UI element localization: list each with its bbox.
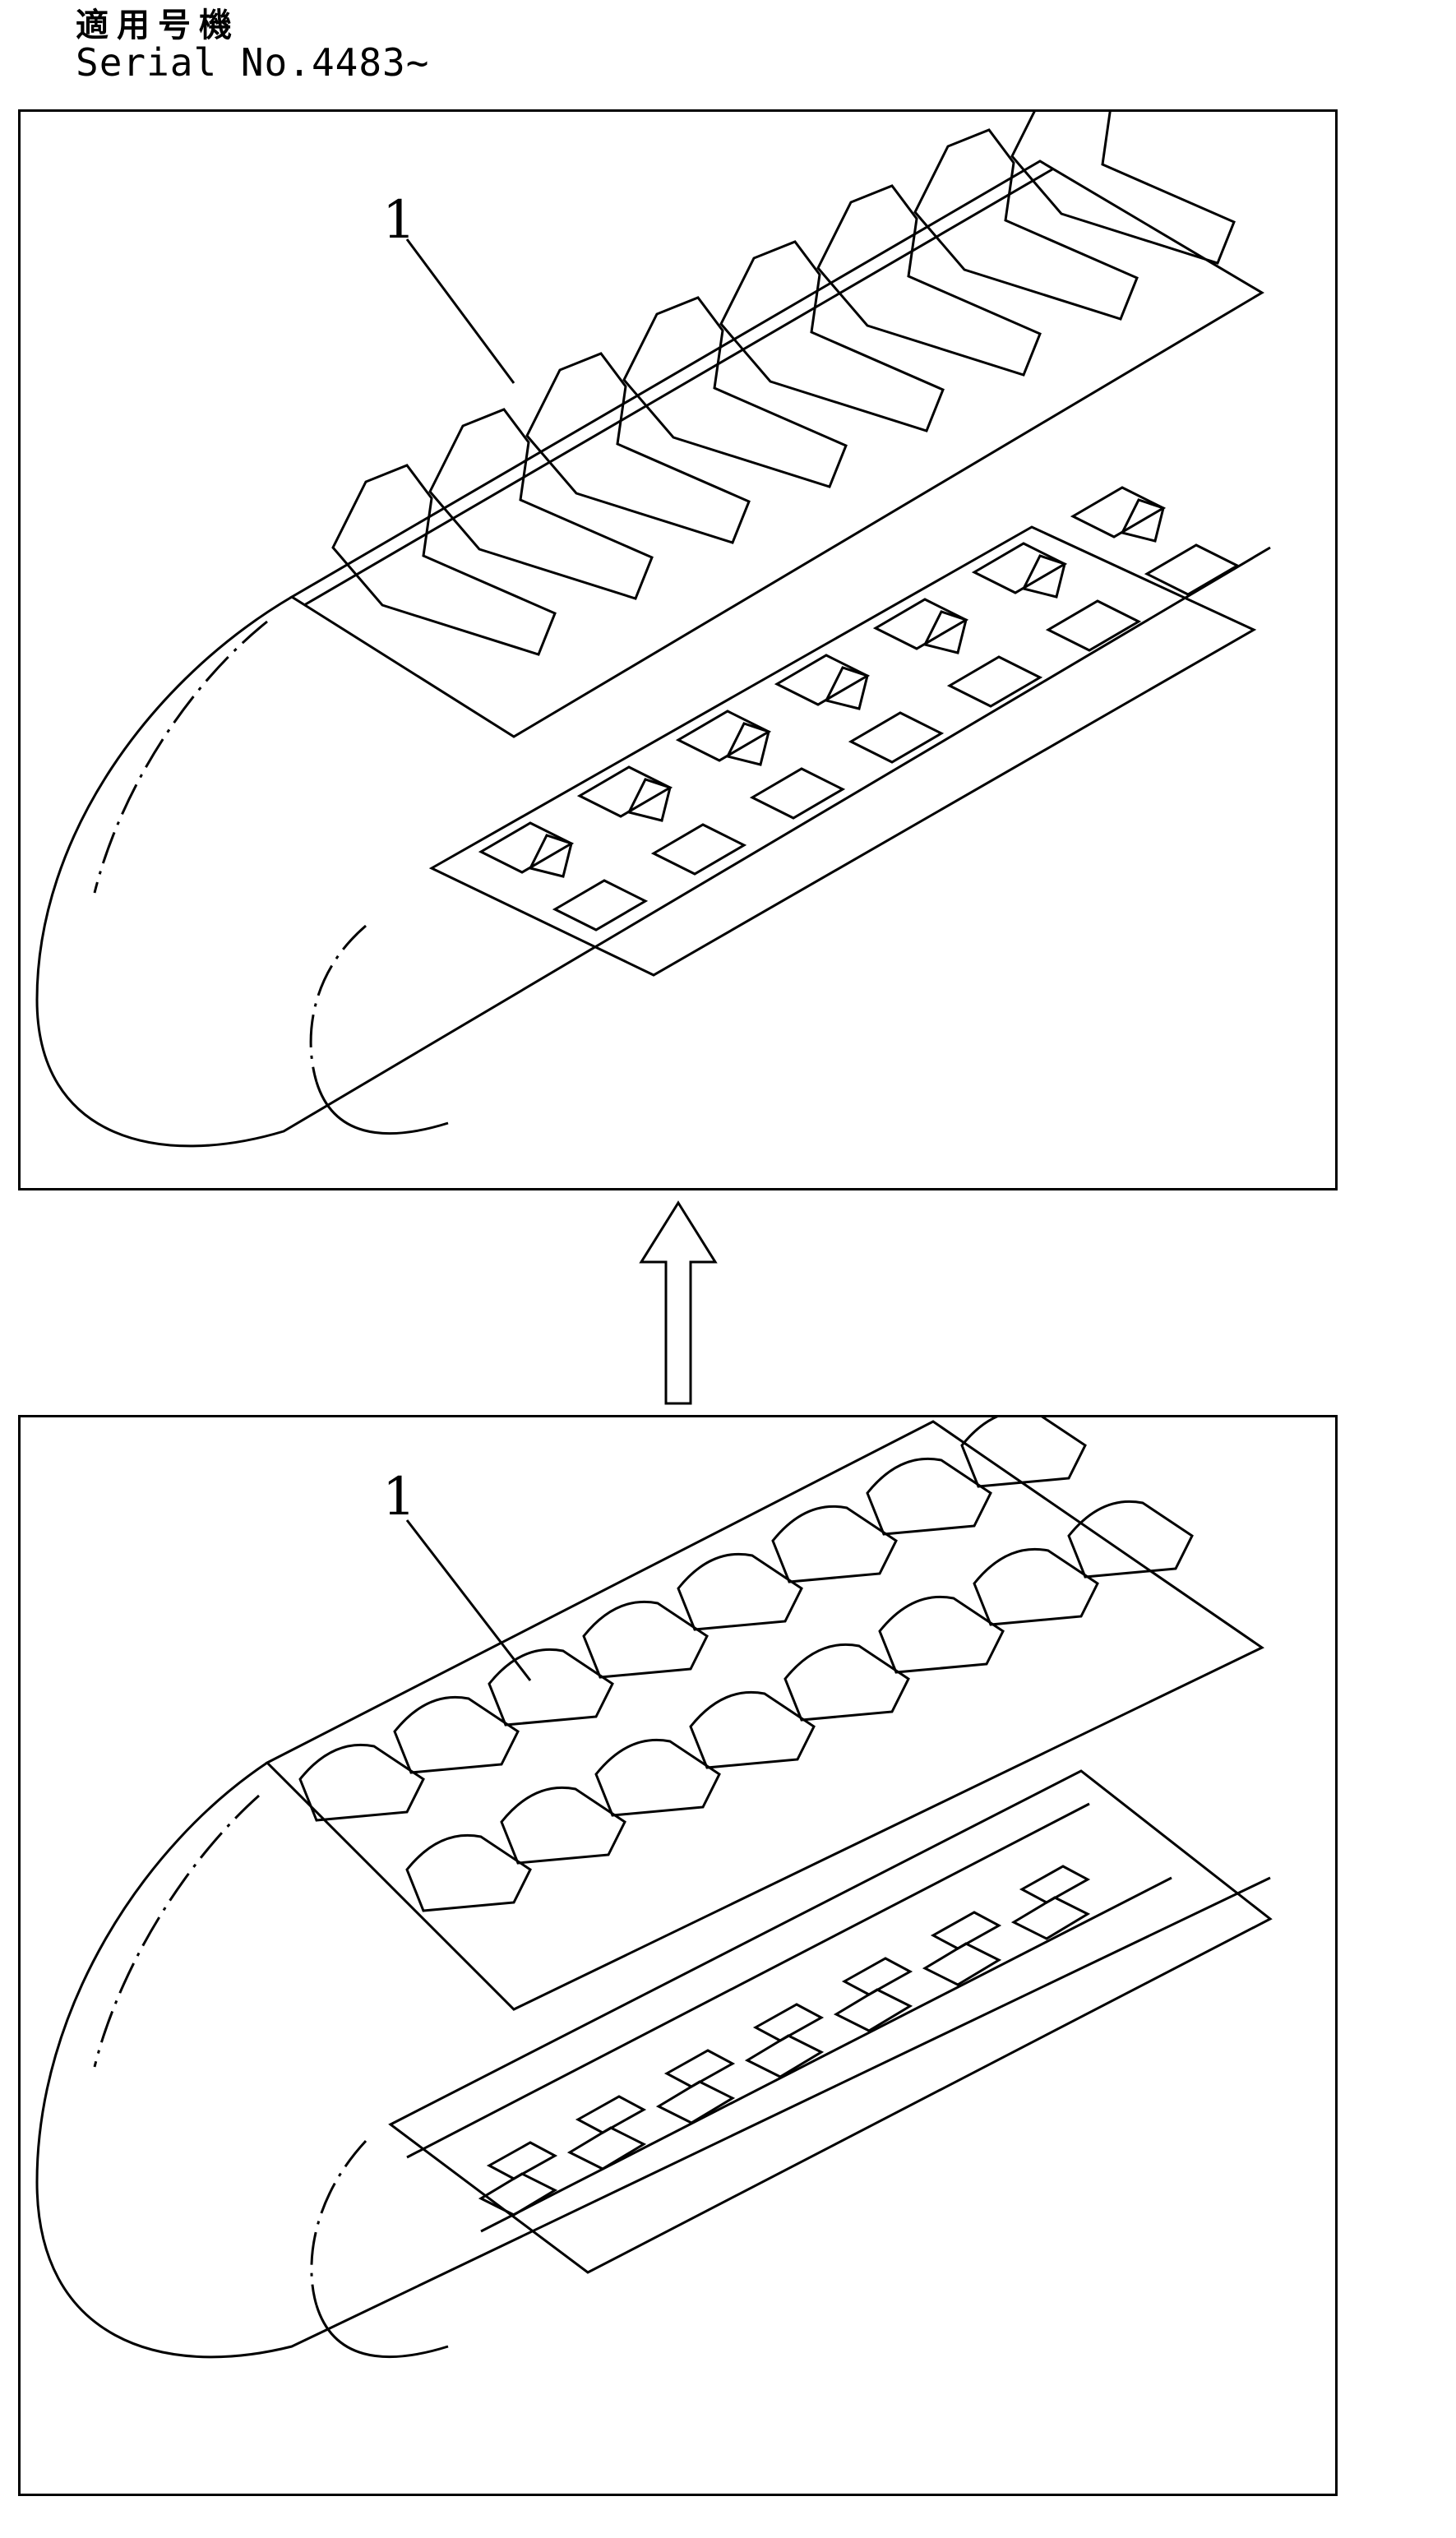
guide-lug bbox=[626, 778, 672, 822]
guide-pocket bbox=[478, 821, 575, 874]
guide-lug bbox=[528, 834, 573, 878]
tread-lug bbox=[1067, 1500, 1194, 1579]
guide-lug bbox=[922, 610, 968, 654]
guide-lug bbox=[655, 2080, 736, 2124]
new-track-illustration-panel: 1 bbox=[18, 109, 1338, 1190]
tread-lug bbox=[689, 1690, 816, 1769]
guide-lug bbox=[922, 1942, 1002, 1986]
tread-lug bbox=[393, 1695, 520, 1774]
guide-lug bbox=[1021, 554, 1066, 599]
guide-lug bbox=[833, 1988, 913, 2032]
applicability-header: 適用号機 Serial No.4483~ bbox=[76, 8, 429, 82]
guide-lug bbox=[824, 666, 869, 710]
old-track-illustration-panel: 1 bbox=[18, 1415, 1338, 2496]
upward-arrow-icon bbox=[639, 1200, 718, 1405]
tread-lug bbox=[428, 408, 654, 600]
guide-lug bbox=[1120, 498, 1165, 543]
tread-lug bbox=[594, 1738, 721, 1817]
tread-lug bbox=[878, 1595, 1005, 1674]
guide-lug bbox=[486, 2141, 558, 2180]
tread-lug bbox=[525, 352, 751, 544]
tread-lug bbox=[771, 1505, 898, 1583]
tread-lug bbox=[719, 240, 945, 432]
applicable-models-label: 適用号機 bbox=[76, 7, 240, 44]
tread-lug bbox=[913, 128, 1139, 321]
guide-lug bbox=[744, 2034, 825, 2078]
old-rubber-track-drawing bbox=[35, 1417, 1273, 2359]
tread-lug bbox=[405, 1833, 532, 1912]
guide-pocket bbox=[576, 765, 673, 818]
guide-lug bbox=[478, 2172, 558, 2217]
guide-lug bbox=[1019, 1865, 1091, 1904]
guide-pocket bbox=[650, 823, 747, 876]
guide-pocket bbox=[1070, 486, 1167, 539]
guide-lug bbox=[725, 722, 770, 766]
tread-lug bbox=[622, 296, 848, 488]
guide-lug bbox=[752, 2003, 825, 2042]
guide-lug bbox=[663, 2049, 736, 2088]
guide-lug bbox=[1010, 1896, 1091, 1940]
tread-lug bbox=[973, 1547, 1099, 1626]
guide-pocket bbox=[1045, 599, 1142, 652]
serial-number-label: Serial No.4483~ bbox=[76, 40, 430, 85]
guide-lug bbox=[841, 1957, 913, 1996]
tread-lug bbox=[816, 184, 1042, 377]
tread-lug bbox=[783, 1643, 910, 1722]
tread-lug bbox=[866, 1457, 992, 1536]
tread-lug bbox=[331, 464, 557, 656]
tread-lug bbox=[500, 1786, 626, 1865]
tread-lug bbox=[582, 1600, 709, 1679]
guide-pocket bbox=[552, 879, 649, 932]
guide-pocket bbox=[749, 767, 846, 820]
guide-pocket bbox=[1144, 543, 1241, 596]
tread-lug bbox=[298, 1743, 425, 1822]
new-rubber-track-drawing bbox=[35, 112, 1271, 1148]
tread-lug bbox=[488, 1648, 614, 1727]
guide-lug bbox=[930, 1911, 1002, 1950]
tread-lug bbox=[960, 1417, 1087, 1488]
guide-pocket bbox=[675, 710, 772, 762]
guide-pocket bbox=[848, 711, 945, 764]
guide-lug bbox=[575, 2095, 647, 2134]
guide-lug bbox=[566, 2126, 647, 2170]
part-callout-1: 1 bbox=[382, 1467, 416, 1528]
part-callout-1: 1 bbox=[382, 190, 416, 251]
guide-pocket bbox=[946, 655, 1043, 708]
tread-lug bbox=[1010, 112, 1236, 265]
guide-pocket bbox=[774, 654, 871, 706]
tread-lug bbox=[677, 1552, 803, 1631]
